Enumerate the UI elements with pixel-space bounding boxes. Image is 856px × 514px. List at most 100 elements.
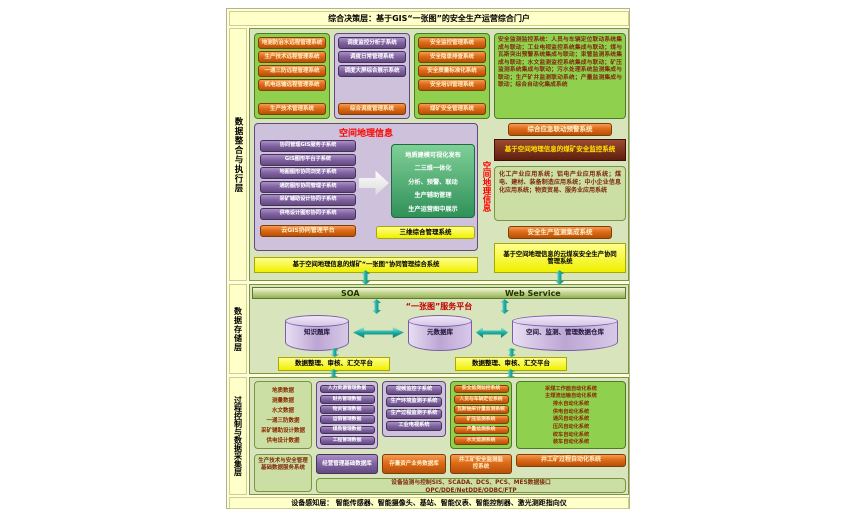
dispatch-system-item: 调度监控分析子系统	[338, 37, 406, 49]
monitor-system-item: 安全监测监控系统	[453, 384, 509, 394]
mine-automation-footer: 井工矿过程自动化系统	[516, 454, 626, 467]
business-data-item: 物资管理数据	[319, 405, 375, 414]
automation-system-item: 装车自动化系统	[552, 439, 590, 446]
industry-application-box: 化工产业应用系统；铝电产业应用系统；煤电、建材、装备制造应用系统；中小企业信息化…	[494, 166, 626, 221]
safety-system-item: 安全隐患排查系统	[418, 51, 486, 63]
layer-label-integration: 数据整合与执行层	[229, 28, 247, 281]
automation-system-item: 主煤流运输自动化系统	[545, 393, 597, 400]
automation-system-list: 采煤工作面自动化系统主煤流运输自动化系统排水自动化系统供电自动化系统通风自动化系…	[517, 382, 625, 448]
remote-system-list: 地测防治水远程管理系统生产技术远程管理系统一通三防远程管理系统机电运输远程管理系…	[255, 34, 329, 118]
tech-data-item: 一通三防数据	[266, 418, 300, 424]
dispatch-system-list: 调度监控分析子系统调度日常管理系统调度大屏综合展示系统	[335, 34, 409, 118]
connector-varrow	[555, 270, 564, 285]
gis-subsystem-item: 地图图形协同浏览子系统	[260, 167, 356, 179]
data-exchange-platform-bar: 数据整理、审核、汇交平台	[278, 357, 390, 371]
gis-subsystem-item: GIS图形平台子系统	[260, 153, 356, 166]
tech-data-item: 水文数据	[271, 408, 294, 414]
remote-system-item: 机电运输远程管理系统	[258, 79, 326, 91]
safety-system-list: 安全监控管理系统安全隐患排查系统安全质量标准化系统安全培训管理系统	[415, 34, 489, 118]
industry-application-text: 化工产业应用系统；铝电产业应用系统；煤电、建材、装备制造应用系统；中小企业信息化…	[499, 171, 621, 194]
layer-label-text: 数据整合与执行层	[233, 116, 243, 193]
emergency-warning-button: 综合应急联动预警系统	[508, 123, 612, 136]
capability-item: 生产运营图中展示	[408, 205, 458, 213]
mine-monitor-footer: 井工矿安全监测监控系统	[450, 454, 512, 474]
tech-data-item: 地质数据	[271, 388, 294, 394]
tech-data-item: 供电设计数据	[266, 438, 300, 444]
business-data-item: 财务管理数据	[319, 394, 375, 404]
capability-item: 生产辅助管理	[414, 192, 452, 199]
layer-label-text: 过程控制与数据采集层	[233, 396, 243, 476]
monitor-system-item: 瓦斯抽采计量监测系统	[453, 405, 509, 414]
video-system-list: 视频监控子系统生产环境监测子系统生产过程监测子系统工业电视系统	[383, 382, 445, 436]
connector-varrow	[361, 270, 370, 285]
monitor-systems-box: 安全监测监控系统人员与车辆定位系统瓦斯抽采计量监测系统矿压监测系统产量监测系统水…	[450, 381, 512, 449]
storage-layer-area: SOA Web Service “一张图”服务平台 知识题库 元数据库 空间、监…	[249, 284, 629, 374]
tech-data-box: 地质数据测量数据水文数据一通三防数据采矿辅助设计数据供电设计数据	[254, 381, 312, 449]
capability-item: 二三维一体化	[414, 165, 452, 172]
automation-system-item: 采煤工作面自动化系统	[545, 385, 597, 392]
one-map-platform-label: “一张图”服务平台	[405, 302, 473, 311]
business-data-box: 人力资源管理数据财务管理数据物资管理数据运销管理数据煤质管理数据工程管理数据	[316, 381, 378, 449]
integration-layer-area: 地测防治水远程管理系统生产技术远程管理系统一通三防远程管理系统机电运输远程管理系…	[249, 28, 629, 281]
business-data-list: 人力资源管理数据财务管理数据物资管理数据运销管理数据煤质管理数据工程管理数据	[317, 382, 377, 448]
gis-subsystem-item: 通防图形协同管理子系统	[260, 180, 356, 193]
device-interface-bar: 设备监测与控制SIS、SCADA、DCS、PCS、MES数据接口 OPC/DDE…	[316, 478, 626, 494]
gis-subsystem-item: 供电设计图形协同子系统	[260, 207, 356, 220]
monitor-system-list: 安全监测监控系统人员与车辆定位系统瓦斯抽采计量监测系统矿压监测系统产量监测系统水…	[451, 382, 511, 448]
asset-db-button: 存量资产业务数据库	[382, 454, 446, 474]
business-data-item: 煤质管理数据	[319, 425, 375, 435]
gis-safety-monitor-bar: 基于空间地理信息的煤矿安全监控系统	[494, 139, 626, 161]
monitor-system-item: 水文监测系统	[453, 435, 509, 445]
remote-system-item: 生产技术远程管理系统	[258, 51, 326, 63]
flow-right-arrow	[359, 170, 389, 196]
automation-system-item: 通风自动化系统	[552, 416, 590, 423]
cloud-gis-platform-button: 云GIS协同管理平台	[260, 225, 356, 237]
connector-varrow	[329, 369, 338, 379]
video-system-item: 生产过程监测子系统	[386, 409, 442, 419]
layer-label-storage: 数据存储层	[229, 284, 247, 374]
video-system-item: 视频监控子系统	[386, 385, 442, 395]
dispatch-box: 调度监控分析子系统调度日常管理系统调度大屏综合展示系统 综合调度管理系统	[334, 33, 410, 119]
layer-label-process: 过程控制与数据采集层	[229, 377, 247, 495]
automation-system-item: 绞车自动化系统	[552, 431, 590, 438]
connector-varrow	[507, 348, 516, 357]
automation-systems-box: 采煤工作面自动化系统主煤流运输自动化系统排水自动化系统供电自动化系统通风自动化系…	[516, 381, 626, 449]
service-bus-band: SOA Web Service	[252, 287, 626, 299]
dispatch-system-item: 调度日常管理系统	[338, 51, 406, 63]
connector-varrow	[372, 299, 381, 314]
remote-box-footer: 生产技术管理系统	[258, 103, 326, 115]
safety-system-item: 安全培训管理系统	[418, 79, 486, 91]
spatial-side-label-strip: 空间地理信息	[479, 125, 493, 247]
monitor-system-item: 产量监测系统	[453, 425, 509, 435]
cylinder-lid	[285, 315, 349, 327]
process-layer-area: 地质数据测量数据水文数据一通三防数据采矿辅助设计数据供电设计数据 人力资源管理数…	[249, 377, 629, 495]
safety-systems-box: 安全监控管理系统安全隐患排查系统安全质量标准化系统安全培训管理系统 煤矿安全管理…	[414, 33, 490, 119]
monitor-system-item: 人员与车辆定位系统	[453, 394, 509, 404]
remote-system-item: 地测防治水远程管理系统	[258, 37, 326, 49]
three-d-management-button: 三维综合管理系统	[376, 226, 475, 239]
metadata-db-cylinder: 元数据库	[408, 315, 472, 351]
knowledge-db-cylinder: 知识题库	[285, 315, 349, 351]
architecture-diagram: 综合决策层：基于GIS“一张图”的安全生产运营综合门户 数据整合与执行层 数据存…	[226, 8, 630, 509]
gis-subsystem-item: 协同管理GIS服务子系统	[260, 140, 356, 152]
gis-subsystem-item: 采矿辅助设计协同子系统	[260, 194, 356, 206]
tech-data-footer-text: 生产技术与安全管理基础数据服务系统	[258, 458, 308, 472]
device-interface-line1: 设备监测与控制SIS、SCADA、DCS、PCS、MES数据接口	[391, 480, 551, 486]
remote-system-item: 一通三防远程管理系统	[258, 65, 326, 77]
video-system-item: 工业电视系统	[386, 421, 442, 431]
tech-data-item: 测量数据	[271, 398, 294, 404]
cylinder-label: 元数据库	[427, 328, 453, 336]
connector-varrow	[330, 348, 339, 357]
monitoring-integration-box: 安全监测监控系统：人员与车辆定位联动系统集成与联动；工业电视监控系统集成与联动；…	[494, 33, 626, 119]
decision-layer-banner: 综合决策层：基于GIS“一张图”的安全生产运营综合门户	[229, 11, 629, 26]
safety-system-item: 安全监控管理系统	[418, 37, 486, 49]
capability-item: 分析、预警、联动	[408, 178, 458, 186]
dispatch-system-item: 调度大屏综合展示系统	[338, 65, 406, 77]
video-system-item: 生产环境监测子系统	[386, 397, 442, 407]
automation-system-item: 供电自动化系统	[552, 408, 590, 415]
spatial-side-label: 空间地理信息	[481, 160, 491, 212]
